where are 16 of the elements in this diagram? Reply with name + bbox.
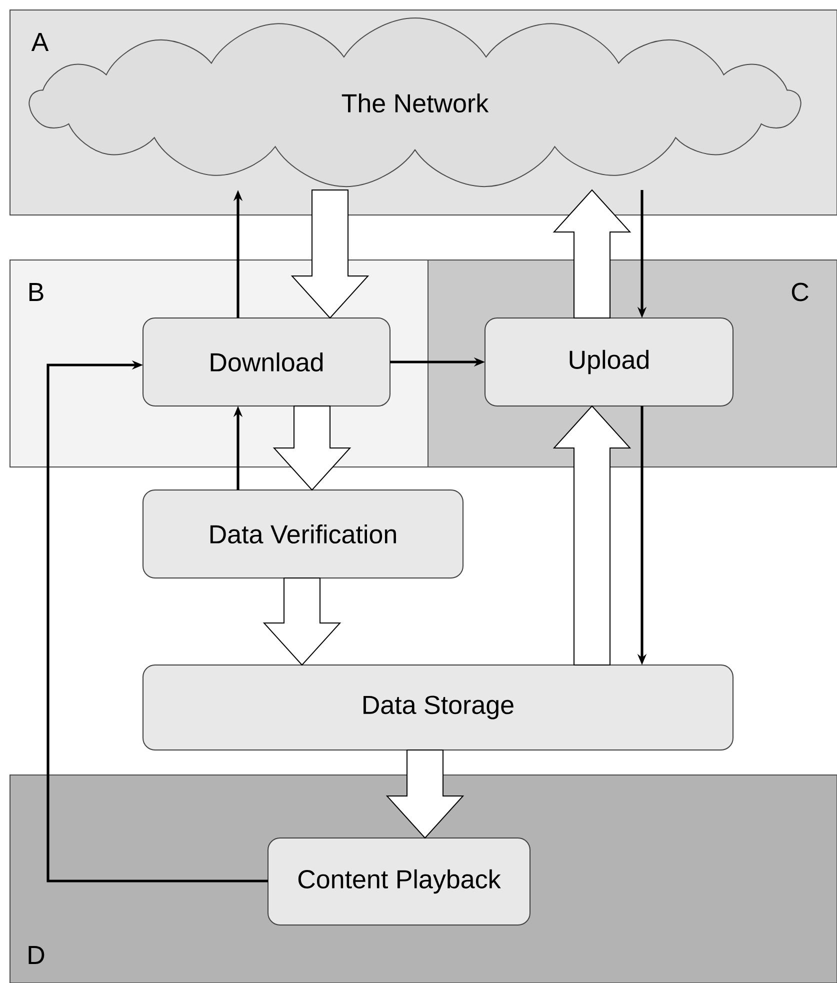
block-arrow — [290, 190, 370, 319]
process-box: Content Playback — [268, 838, 530, 926]
panel-letter: C — [792, 282, 808, 302]
process-box: Upload — [484, 318, 734, 406]
panel-letter: B — [29, 283, 44, 301]
process-box: Download — [142, 318, 390, 406]
block-arrow — [272, 406, 352, 491]
block-arrow — [386, 750, 464, 839]
arrow — [46, 360, 268, 882]
block-arrow — [552, 189, 632, 318]
process-box: Data Storage — [142, 664, 734, 750]
block-arrow — [552, 405, 632, 666]
process-box: Data Verification — [142, 490, 464, 578]
panel-letter: D — [28, 946, 44, 964]
block-arrow — [262, 578, 342, 666]
panel-letter: A — [31, 33, 49, 51]
